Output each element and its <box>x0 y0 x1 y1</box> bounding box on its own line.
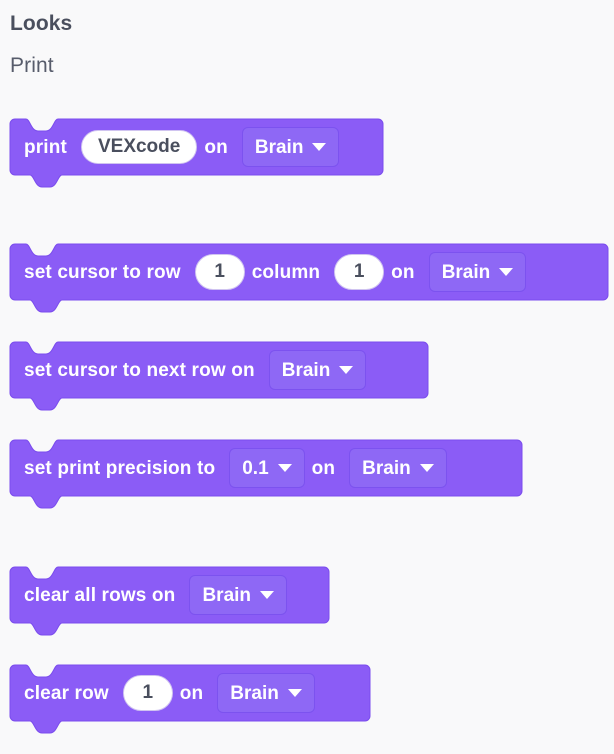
block-content: print VEXcode on Brain <box>10 119 383 175</box>
chevron-down-icon <box>287 689 302 697</box>
block-label: set print precision to <box>24 457 216 479</box>
block-content: clear all rows on Brain <box>10 567 329 623</box>
dropdown-brain[interactable]: Brain <box>217 673 315 713</box>
chevron-down-icon <box>419 464 434 472</box>
block-label: on <box>311 457 336 479</box>
dropdown-0-1[interactable]: 0.1 <box>229 448 305 488</box>
chevron-down-icon <box>312 143 327 151</box>
block-content: set print precision to 0.1 on Brain <box>10 440 522 496</box>
chevron-down-icon <box>339 366 354 374</box>
dropdown-brain[interactable]: Brain <box>428 252 527 292</box>
block-label: print <box>24 136 67 158</box>
block-set-cursor-to-row-column[interactable]: set cursor to row 1 column 1 on Brain <box>9 240 609 314</box>
text-input[interactable]: VEXcode <box>80 130 198 164</box>
chevron-down-icon <box>260 591 275 599</box>
number-input[interactable]: 1 <box>334 254 385 290</box>
chevron-down-icon <box>499 268 514 276</box>
subcategory-heading: Print <box>10 54 54 77</box>
dropdown-label: Brain <box>281 359 331 381</box>
category-heading: Looks <box>10 12 73 35</box>
block-label: clear row <box>24 682 109 704</box>
number-input[interactable]: 1 <box>194 254 245 290</box>
dropdown-label: Brain <box>230 682 279 704</box>
dropdown-label: Brain <box>202 584 252 606</box>
block-content: set cursor to row 1 column 1 on Brain <box>10 244 608 300</box>
block-label: set cursor to next row on <box>24 359 255 381</box>
dropdown-brain[interactable]: Brain <box>349 448 447 488</box>
block-label: on <box>391 261 415 283</box>
dropdown-brain[interactable]: Brain <box>268 350 367 390</box>
number-input[interactable]: 1 <box>122 675 173 711</box>
block-label: set cursor to row <box>24 261 181 283</box>
block-set-print-precision[interactable]: set print precision to 0.1 on Brain <box>9 436 523 510</box>
chevron-down-icon <box>277 464 292 472</box>
dropdown-label: Brain <box>362 457 411 479</box>
dropdown-label: Brain <box>441 261 491 283</box>
block-clear-all-rows[interactable]: clear all rows on Brain <box>9 563 330 637</box>
block-content: set cursor to next row on Brain <box>10 342 428 398</box>
block-clear-row[interactable]: clear row 1 on Brain <box>9 661 371 735</box>
dropdown-brain[interactable]: Brain <box>189 575 288 615</box>
dropdown-label: Brain <box>254 136 304 158</box>
block-set-cursor-to-next-row[interactable]: set cursor to next row on Brain <box>9 338 429 412</box>
dropdown-label: 0.1 <box>242 457 269 479</box>
block-label: on <box>179 682 204 704</box>
block-label: on <box>204 136 228 158</box>
block-content: clear row 1 on Brain <box>10 665 370 721</box>
block-print[interactable]: print VEXcode on Brain <box>9 115 384 189</box>
block-label: column <box>251 261 321 283</box>
block-label: clear all rows on <box>24 584 176 606</box>
dropdown-brain[interactable]: Brain <box>241 127 340 167</box>
